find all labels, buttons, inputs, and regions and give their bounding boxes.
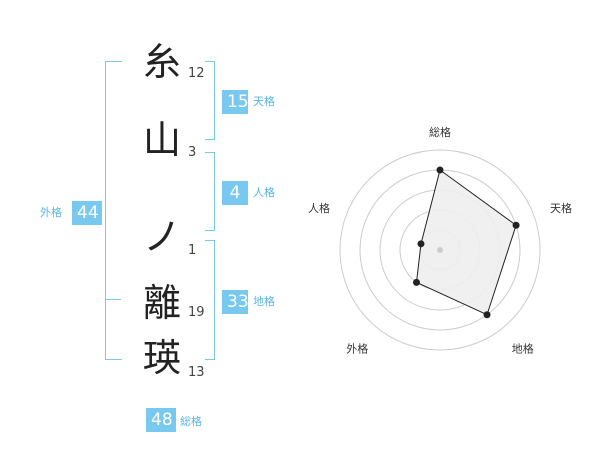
radar-axis-label-2: 天格 bbox=[550, 201, 572, 215]
tenkaku-label: 天格 bbox=[253, 95, 275, 108]
soukaku-badge: 48 bbox=[146, 408, 176, 432]
gaikaku-label: 外格 bbox=[40, 206, 62, 219]
radar-point-5 bbox=[417, 240, 425, 248]
radar-axis-label-3: 地格 bbox=[512, 342, 534, 356]
radar-center-dot bbox=[437, 247, 443, 253]
name-char-3: ノ bbox=[142, 215, 181, 259]
chikaku-label: 地格 bbox=[253, 295, 275, 308]
stroke-count-5: 13 bbox=[188, 365, 205, 380]
radar-point-4 bbox=[412, 278, 420, 286]
radar-axis-label-5: 人格 bbox=[308, 201, 330, 215]
jinkaku-label: 人格 bbox=[253, 186, 275, 199]
stroke-count-2: 3 bbox=[188, 145, 197, 160]
name-char-4: 離 bbox=[142, 281, 181, 325]
radar-point-3 bbox=[483, 311, 491, 319]
name-char-1: 糸 bbox=[142, 40, 181, 84]
stroke-count-3: 1 bbox=[188, 243, 197, 258]
radar-ring bbox=[339, 149, 541, 351]
jinkaku-bracket bbox=[205, 152, 215, 231]
radar-area bbox=[415, 169, 517, 316]
radar-axis-label-4: 外格 bbox=[346, 342, 368, 356]
tenkaku-badge: 15 bbox=[222, 90, 249, 114]
gaikaku-bracket-inner bbox=[105, 299, 121, 300]
stroke-count-4: 19 bbox=[188, 305, 205, 320]
soukaku-label: 総格 bbox=[180, 415, 202, 428]
gaikaku-bracket bbox=[105, 61, 122, 360]
gaikaku-badge: 44 bbox=[72, 201, 102, 225]
radar-point-2 bbox=[512, 221, 520, 229]
jinkaku-badge: 4 bbox=[222, 181, 248, 205]
tenkaku-bracket bbox=[205, 61, 215, 140]
name-char-5: 瑛 bbox=[142, 336, 181, 380]
chikaku-bracket bbox=[205, 240, 215, 360]
radar-axis-label-1: 総格 bbox=[429, 125, 451, 139]
chikaku-badge: 33 bbox=[222, 290, 249, 314]
stroke-count-1: 12 bbox=[188, 66, 205, 81]
name-char-2: 山 bbox=[142, 118, 181, 162]
radar-point-1 bbox=[436, 166, 444, 174]
